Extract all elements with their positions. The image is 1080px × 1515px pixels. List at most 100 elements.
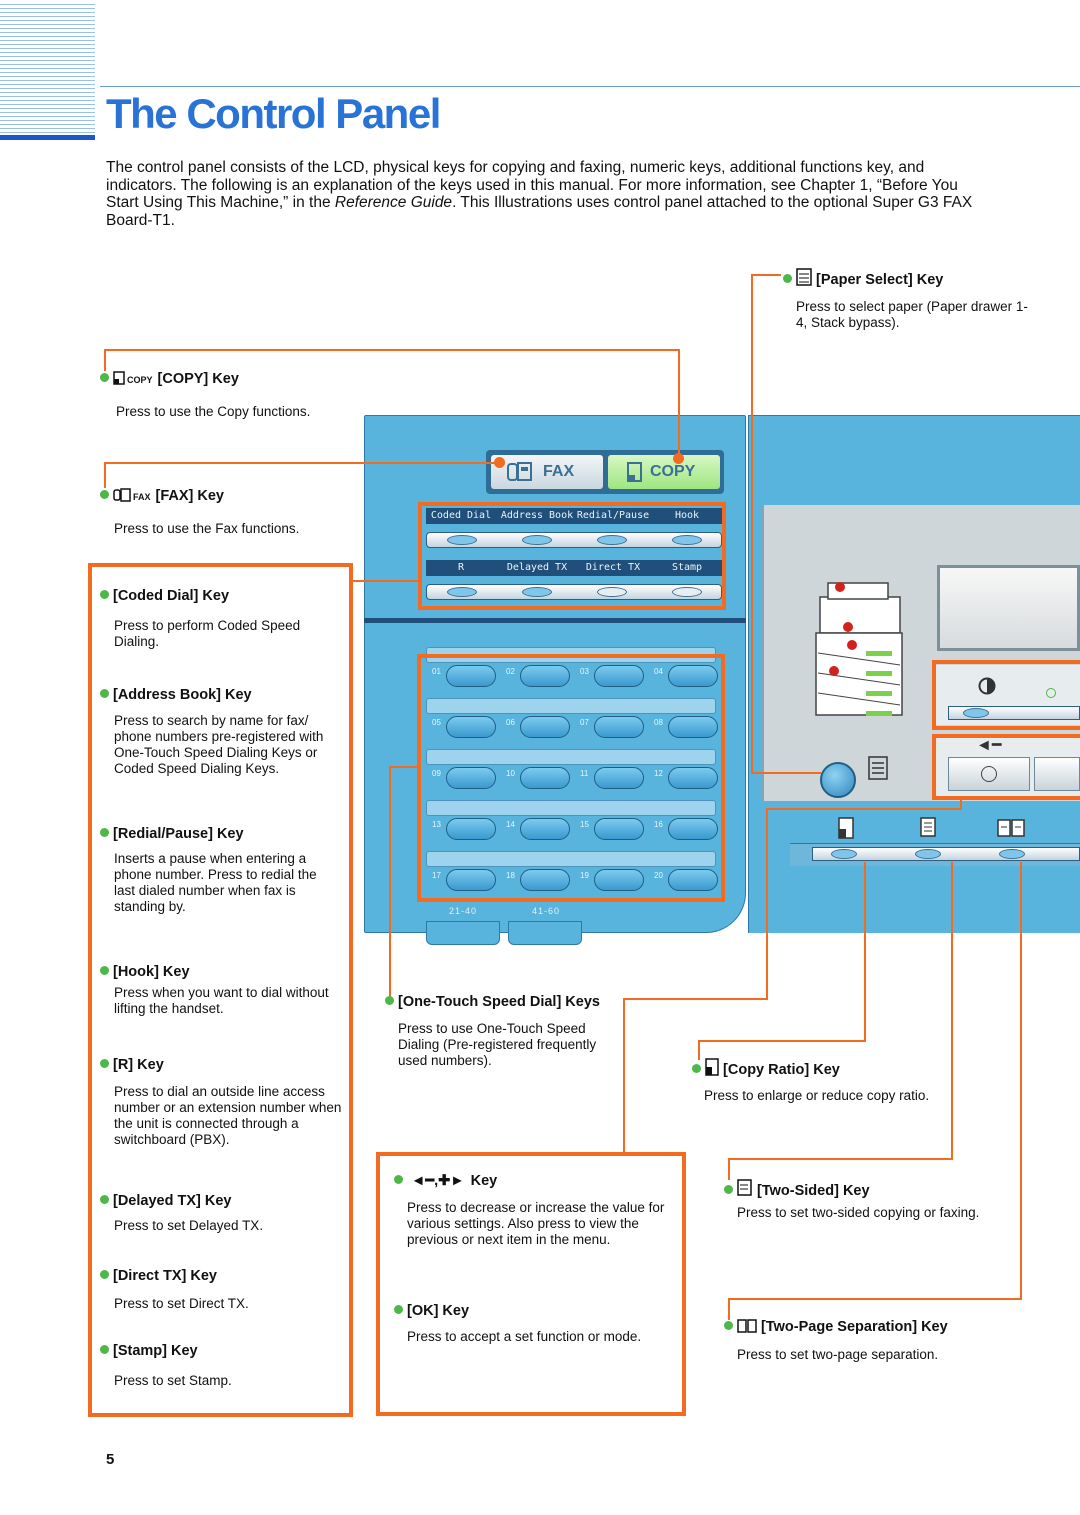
paper-select-key[interactable] <box>820 762 856 798</box>
copy-ratio-leader-line <box>698 1040 866 1042</box>
fax-button[interactable]: FAX <box>491 455 603 489</box>
speed-dial-label-slot <box>426 800 716 816</box>
one-touch-key-06[interactable] <box>520 716 570 738</box>
redial-pause-key-heading: [Redial/Pause] Key <box>100 826 244 842</box>
one-touch-key-09[interactable] <box>446 767 496 789</box>
one-touch-key-03[interactable] <box>594 665 644 687</box>
copy-ratio-key-description: Press to enlarge or reduce copy ratio. <box>704 1088 930 1103</box>
one-touch-key-16[interactable] <box>668 818 718 840</box>
ok-key[interactable] <box>1034 757 1080 791</box>
two-sided-icon <box>920 817 936 837</box>
copy-leader-line <box>104 349 680 351</box>
lcd-screen <box>937 565 1080 651</box>
ok-key-description: Press to accept a set function or mode. <box>407 1329 642 1344</box>
speed-dial-number: 12 <box>654 769 663 778</box>
speed-dial-number: 14 <box>506 820 515 829</box>
intro-paragraph: The control panel consists of the LCD, p… <box>106 159 973 229</box>
one-touch-key-04[interactable] <box>668 665 718 687</box>
copy-button-label: COPY <box>650 463 696 480</box>
coded-dial-key-heading: [Coded Dial] Key <box>100 588 229 604</box>
hook-key-heading: [Hook] Key <box>100 964 190 980</box>
copy-ratio-icon <box>838 817 854 839</box>
paper-select-leader-line <box>751 772 821 774</box>
bullet <box>100 828 109 837</box>
one-touch-key-15[interactable] <box>594 818 644 840</box>
one-touch-leader-line <box>389 766 391 998</box>
one-touch-key-20[interactable] <box>668 869 718 891</box>
delayed-tx-key-heading: [Delayed TX] Key <box>100 1193 231 1209</box>
one-touch-key-10[interactable] <box>520 767 570 789</box>
density-key[interactable] <box>963 708 989 718</box>
header-stripes <box>0 4 95 136</box>
two-sided-key-description: Press to set two-sided copying or faxing… <box>737 1205 980 1220</box>
speed-dial-number: 10 <box>506 769 515 778</box>
copy-key-description: Press to use the Copy functions. <box>116 404 311 419</box>
speed-dial-number: 08 <box>654 718 663 727</box>
two-sided-key[interactable] <box>915 849 941 859</box>
row2-label-strip: R Delayed TX Direct TX Stamp <box>426 560 722 576</box>
direct-tx-key-heading: [Direct TX] Key <box>100 1268 217 1284</box>
two-page-leader-line <box>1020 862 1022 1300</box>
one-touch-key-11[interactable] <box>594 767 644 789</box>
copy-button[interactable]: COPY <box>608 455 720 489</box>
speed-dial-number: 03 <box>580 667 589 676</box>
header-rule <box>100 86 1080 87</box>
one-touch-key-14[interactable] <box>520 818 570 840</box>
coded-dial-key[interactable] <box>447 535 477 545</box>
speed-dial-number: 05 <box>432 718 441 727</box>
reference-guide-title: Reference Guide <box>334 194 453 212</box>
one-touch-key-05[interactable] <box>446 716 496 738</box>
copy-ratio-leader-line <box>864 862 866 1042</box>
one-touch-key-13[interactable] <box>446 818 496 840</box>
speed-dial-number: 06 <box>506 718 515 727</box>
two-sided-key-heading: [Two-Sided] Key <box>724 1179 870 1199</box>
copy-key-heading: COPY[COPY] Key <box>100 371 239 387</box>
one-touch-key-19[interactable] <box>594 869 644 891</box>
one-touch-key-02[interactable] <box>520 665 570 687</box>
speed-dial-label-slot <box>426 698 716 714</box>
one-touch-key-07[interactable] <box>594 716 644 738</box>
machine-status-illustration <box>815 582 903 716</box>
copy-ratio-icon <box>705 1058 719 1076</box>
one-touch-key-01[interactable] <box>446 665 496 687</box>
speed-dial-number: 02 <box>506 667 515 676</box>
delayed-tx-key[interactable] <box>522 587 552 597</box>
address-book-key[interactable] <box>522 535 552 545</box>
bullet <box>100 689 109 698</box>
two-page-separation-icon <box>997 819 1025 837</box>
stamp-key-description: Press to set Stamp. <box>114 1373 232 1388</box>
one-touch-key-17[interactable] <box>446 869 496 891</box>
r-key[interactable] <box>447 587 477 597</box>
one-touch-leader-line <box>389 766 419 768</box>
copy-icon-label: COPY <box>127 375 153 385</box>
fax-key-heading: FAX[FAX] Key <box>100 488 224 504</box>
speed-dial-number: 20 <box>654 871 663 880</box>
control-panel-illustration: FAX COPY Coded Dial Address Book Redial/… <box>364 415 1080 955</box>
header-accent-bar <box>0 135 95 140</box>
fax-button-label: FAX <box>543 463 575 480</box>
speed-dial-number: 17 <box>432 871 441 880</box>
two-page-separation-key[interactable] <box>999 849 1025 859</box>
r-key-description: Press to dial an outside line access num… <box>114 1084 342 1147</box>
fax-icon <box>113 488 131 502</box>
minus-key[interactable] <box>948 757 1030 791</box>
hook-key[interactable] <box>672 535 702 545</box>
redial-pause-key[interactable] <box>597 535 627 545</box>
coded-dial-key-description: Press to perform Coded Speed Dialing. <box>114 618 301 649</box>
speed-dial-number: 07 <box>580 718 589 727</box>
one-touch-key-08[interactable] <box>668 716 718 738</box>
speed-dial-number: 01 <box>432 667 441 676</box>
delayed-tx-key-description: Press to set Delayed TX. <box>114 1218 264 1233</box>
direct-tx-key[interactable] <box>597 587 627 597</box>
one-touch-key-18[interactable] <box>520 869 570 891</box>
speed-dial-number: 04 <box>654 667 663 676</box>
stamp-key[interactable] <box>672 587 702 597</box>
density-callout-box <box>932 660 1080 730</box>
arrow-keys-description: Press to decrease or increase the value … <box>407 1200 665 1247</box>
one-touch-key-12[interactable] <box>668 767 718 789</box>
panel-foot <box>508 921 582 945</box>
copy-ratio-key[interactable] <box>831 849 857 859</box>
copy-leader-dot <box>673 453 684 464</box>
minus-key-circle <box>981 766 997 782</box>
copy-icon <box>113 371 125 385</box>
